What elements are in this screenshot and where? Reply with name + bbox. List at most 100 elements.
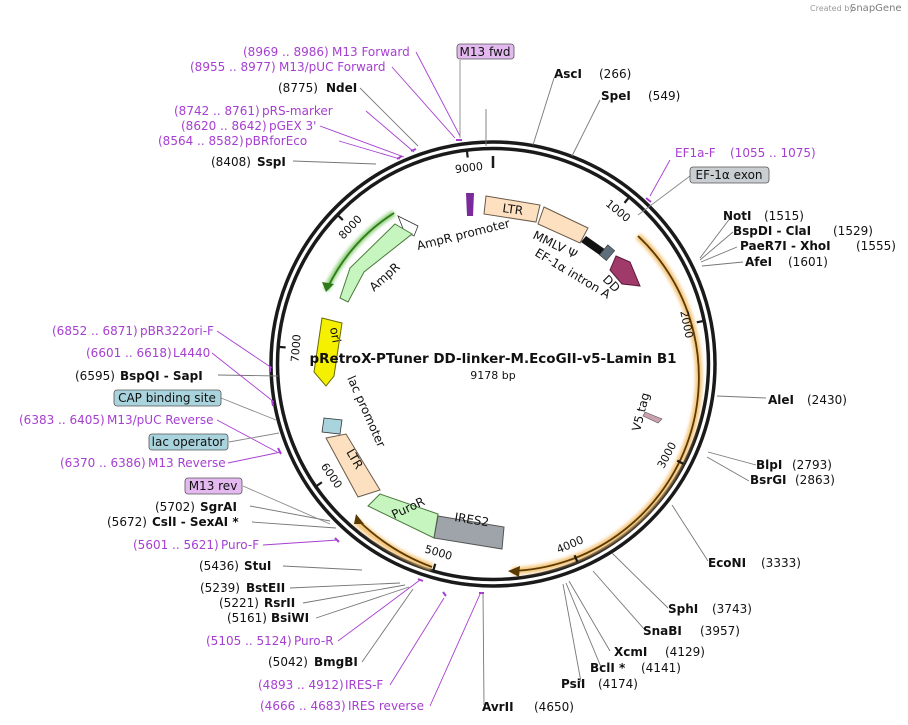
enzyme-pos: (5672)	[107, 515, 147, 529]
feature-label-ires2: IRES2	[454, 510, 490, 529]
enzyme-name: BsiWI	[271, 611, 309, 625]
tick-mark	[315, 481, 323, 488]
enzyme-name: BlpI	[756, 458, 782, 472]
enzyme-notI: NotI (1515)	[723, 209, 804, 223]
enzyme-name: StuI	[244, 559, 271, 573]
primer-m13-puc-reverse: (6383 .. 6405) M13/pUC Reverse	[19, 413, 214, 427]
enzyme-name: EcoNI	[708, 556, 746, 570]
feature-label-ampr-promoter: AmpR promoter	[415, 216, 511, 253]
enzyme-pos: (8775)	[278, 81, 318, 95]
enzyme-avrII: AvrII (4650)	[482, 700, 574, 714]
tick-label: 7000	[289, 334, 304, 363]
enzyme-name: PaeR7I - XhoI	[740, 239, 831, 253]
enzyme-pos: (5161)	[227, 611, 267, 625]
enzyme-name: SgrAI	[200, 500, 237, 514]
enzyme-csli-sexai: (5672) CslI - SexAI *	[107, 515, 239, 529]
box-lac-operator-label: lac operator	[152, 435, 225, 449]
primer-range: (4893 .. 4912)	[258, 678, 344, 692]
enzyme-name: RsrII	[264, 596, 295, 610]
primer-name: L4440	[173, 346, 210, 360]
enzyme-name: AvrII	[482, 700, 514, 714]
primer-puro-f: (5601 .. 5621) Puro-F	[133, 538, 259, 552]
lac-operator-block	[321, 417, 343, 435]
ampr-promoter-mark	[466, 193, 474, 216]
primer-name: pRS-marker	[262, 104, 333, 118]
primer-m13-puc-forward: (8955 .. 8977) M13/pUC Forward	[190, 60, 386, 74]
enzyme-sgraI: (5702) SgrAI	[155, 500, 237, 514]
primer-pbr322ori-f: (6852 .. 6871) pBR322ori-F	[52, 324, 214, 338]
primer-name: M13/pUC Forward	[279, 60, 386, 74]
primer-name: M13 Reverse	[148, 456, 226, 470]
puror-arrow	[367, 493, 439, 539]
ltr-bottom	[325, 433, 381, 498]
primer-m13-forward: (8969 .. 8986) M13 Forward	[243, 45, 410, 59]
primer-marks	[269, 139, 652, 597]
primer-range: (6852 .. 6871)	[52, 324, 138, 338]
enzyme-econI: EcoNI (3333)	[708, 556, 801, 570]
feature-label-ori: ori	[327, 326, 343, 344]
primer-connector-lines	[211, 51, 671, 707]
enzyme-name: NotI	[723, 209, 752, 223]
mmlv-psi	[537, 206, 589, 244]
primer-l4440: (6601 .. 6618) L4440	[86, 346, 210, 360]
tick-mark	[696, 319, 704, 324]
ltr-top	[483, 195, 541, 223]
enzyme-xcmI: XcmI (4129)	[614, 645, 705, 659]
enzyme-ascI: AscI (266)	[554, 67, 631, 81]
enzyme-bsteII: (5239) BstEII	[200, 581, 285, 595]
ori-arrow	[313, 317, 343, 387]
enzyme-name: SnaBI	[643, 624, 682, 638]
ampr-arc-head	[322, 282, 334, 292]
tick-label: 5000	[423, 543, 454, 563]
enzyme-pos: (5221)	[219, 596, 259, 610]
enzyme-pos: (8408)	[211, 155, 251, 169]
tick-mark	[432, 563, 437, 571]
ires2-block	[433, 515, 505, 550]
puror-arc	[359, 521, 433, 568]
puror-arc-head	[354, 514, 364, 524]
feature-label-v5-tag: V5 tag	[629, 391, 652, 433]
enzyme-name: SphI	[668, 602, 698, 616]
enzyme-bsiwI: (5161) BsiWI	[227, 611, 309, 625]
enzyme-pos: (3957)	[700, 624, 740, 638]
enzyme-pos: (1515)	[764, 209, 804, 223]
box-m13-rev: M13 rev	[184, 477, 243, 495]
box-lac-operator: lac operator	[148, 433, 229, 451]
primer-range: (1055 .. 1075)	[730, 146, 816, 160]
primer-range: (8742 .. 8761)	[174, 104, 260, 118]
enzyme-name: BsrGI	[750, 473, 787, 487]
primer-range: (6383 .. 6405)	[19, 413, 105, 427]
enzyme-name: SspI	[257, 155, 286, 169]
plasmid-title: pRetroX-PTuner DD-linker-M.EcoGII-v5-Lam…	[309, 351, 676, 367]
credit-created-by: Created by	[810, 4, 854, 13]
tick-mark	[337, 214, 344, 221]
box-ef1a-exon: EF-1α exon	[689, 166, 770, 184]
primer-name: IRES-F	[345, 678, 383, 692]
ampr-arrow	[339, 223, 413, 303]
dd-arrow	[609, 255, 641, 287]
enzyme-rsrII: (5221) RsrII	[219, 596, 295, 610]
enzyme-pos: (1601)	[788, 255, 828, 269]
ampr-promoter-arrow	[397, 215, 419, 237]
ef1a-intron-bar	[581, 236, 606, 256]
primer-name: EF1a-F	[675, 146, 716, 160]
tick-mark	[623, 196, 630, 204]
enzyme-pos: (2793)	[792, 458, 832, 472]
enzyme-stuI: (5436) StuI	[199, 559, 271, 573]
enzyme-ndeI: (8775) NdeI	[278, 81, 357, 95]
enzyme-bspdi-clai: BspDI - ClaI (1529)	[733, 224, 873, 238]
tick-label: 9000	[454, 160, 483, 176]
enzyme-name: BclI *	[590, 661, 626, 675]
enzyme-name: CslI - SexAI *	[152, 515, 239, 529]
enzyme-paer7i-xhoi: PaeR7I - XhoI (1555)	[740, 239, 896, 253]
enzyme-speI: SpeI (549)	[601, 89, 680, 103]
credit-brand: SnapGene	[850, 3, 902, 14]
enzyme-name: AleI	[768, 393, 794, 407]
primer-range: (6601 .. 6618)	[86, 346, 172, 360]
enzyme-name: NdeI	[326, 81, 357, 95]
enzyme-pos: (266)	[599, 67, 631, 81]
plasmid-size: 9178 bp	[470, 369, 515, 382]
box-m13-fwd: M13 fwd	[456, 43, 515, 60]
enzyme-name: SpeI	[601, 89, 631, 103]
primer-name: Puro-F	[221, 538, 259, 552]
